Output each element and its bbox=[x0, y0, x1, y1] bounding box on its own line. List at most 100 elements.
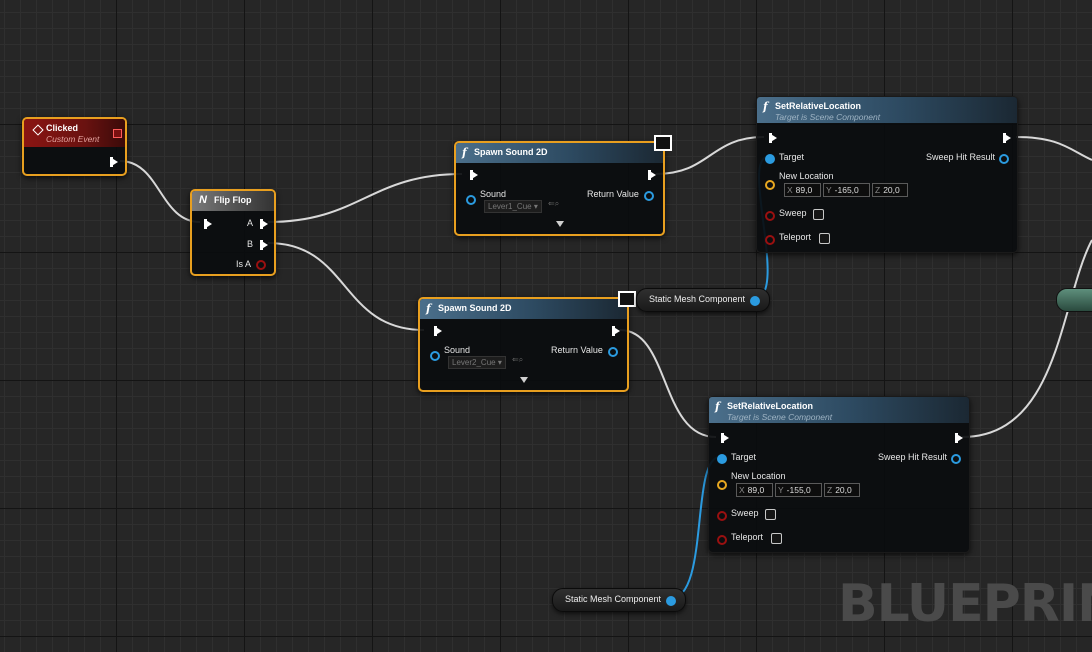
exec-out-pin[interactable] bbox=[648, 170, 656, 180]
var2-label: Static Mesh Component bbox=[565, 594, 662, 604]
function-icon: f bbox=[715, 400, 720, 413]
clicked-event-node[interactable]: Clicked Custom Event bbox=[22, 117, 127, 176]
target-label: Target bbox=[779, 152, 805, 162]
sound-pin[interactable] bbox=[466, 195, 476, 205]
event-diamond-icon bbox=[32, 124, 44, 136]
sweep-pin[interactable] bbox=[717, 511, 727, 521]
flipflop-title: Flip Flop bbox=[214, 195, 252, 205]
exec-in-pin[interactable] bbox=[204, 219, 212, 229]
flipflop-icon: N bbox=[199, 194, 207, 206]
monitor-icon bbox=[618, 291, 636, 307]
sweep-checkbox[interactable] bbox=[765, 509, 776, 520]
function-icon: f bbox=[426, 302, 431, 315]
isa-bool-pin[interactable] bbox=[256, 260, 266, 270]
var1-out-pin[interactable] bbox=[750, 296, 760, 306]
exec-out-pin[interactable] bbox=[1003, 133, 1011, 143]
x-value: 89,0 bbox=[795, 185, 813, 195]
exec-b-pin[interactable] bbox=[260, 240, 268, 250]
sweep-checkbox[interactable] bbox=[813, 209, 824, 220]
new-location-label: New Location bbox=[731, 471, 786, 481]
set-relative-location-node-2[interactable]: f SetRelativeLocation Target is Scene Co… bbox=[708, 396, 970, 553]
delegate-pin-icon[interactable] bbox=[113, 129, 122, 138]
exec-out-pin[interactable] bbox=[955, 433, 963, 443]
function-icon: f bbox=[763, 100, 768, 113]
teleport-checkbox[interactable] bbox=[771, 533, 782, 544]
browse-icon[interactable]: ⇐⌕ bbox=[548, 199, 560, 208]
new-location-pin[interactable] bbox=[717, 480, 727, 490]
static-mesh-component-getter-2[interactable]: Static Mesh Component bbox=[552, 588, 686, 612]
exec-out-pin[interactable] bbox=[110, 157, 118, 167]
exec-out-pin[interactable] bbox=[612, 326, 620, 336]
pin-a-label: A bbox=[247, 218, 254, 228]
event-subtitle: Custom Event bbox=[46, 134, 100, 144]
monitor-icon bbox=[654, 135, 672, 151]
y-field[interactable]: Y-155,0 bbox=[775, 483, 822, 497]
target-pin[interactable] bbox=[765, 154, 775, 164]
z-axis-label: Z bbox=[827, 485, 833, 495]
exec-a-pin[interactable] bbox=[260, 219, 268, 229]
flipflop-header: N Flip Flop bbox=[192, 191, 274, 211]
target-pin[interactable] bbox=[717, 454, 727, 464]
static-mesh-component-getter-1[interactable]: Static Mesh Component bbox=[636, 288, 770, 312]
browse-icon[interactable]: ⇐⌕ bbox=[512, 355, 524, 364]
sweep-label: Sweep bbox=[731, 508, 759, 518]
flipflop-node[interactable]: N Flip Flop A B Is A bbox=[190, 189, 276, 276]
z-value: 20,0 bbox=[883, 185, 900, 195]
setloc2-header: f SetRelativeLocation Target is Scene Co… bbox=[709, 397, 969, 423]
setloc2-subtitle: Target is Scene Component bbox=[727, 412, 833, 422]
y-axis-label: Y bbox=[778, 485, 784, 495]
teleport-checkbox[interactable] bbox=[819, 233, 830, 244]
exec-in-pin[interactable] bbox=[721, 433, 729, 443]
sound-label: Sound bbox=[444, 345, 471, 355]
sweep-hit-pin[interactable] bbox=[951, 454, 961, 464]
sound-asset-picker[interactable]: Lever2_Cue ▾ bbox=[448, 356, 506, 369]
spawn-sound-node-2[interactable]: f Spawn Sound 2D Sound Lever2_Cue ▾ ⇐⌕ R… bbox=[418, 291, 636, 392]
y-field[interactable]: Y-165,0 bbox=[823, 183, 870, 197]
sweep-hit-pin[interactable] bbox=[999, 154, 1009, 164]
sound-asset-picker[interactable]: Lever1_Cue ▾ bbox=[484, 200, 542, 213]
return-value-pin[interactable] bbox=[608, 347, 618, 357]
new-location-label: New Location bbox=[779, 171, 834, 181]
new-location-pin[interactable] bbox=[765, 180, 775, 190]
sweep-hit-label: Sweep Hit Result bbox=[926, 152, 996, 162]
offscreen-node[interactable] bbox=[1056, 288, 1092, 312]
return-value-label: Return Value bbox=[587, 189, 639, 199]
wire-exec-spawn1-setloc1 bbox=[655, 136, 765, 175]
var2-out-pin[interactable] bbox=[666, 596, 676, 606]
teleport-pin[interactable] bbox=[765, 235, 775, 245]
var1-label: Static Mesh Component bbox=[649, 294, 746, 304]
sound-pin[interactable] bbox=[430, 351, 440, 361]
expand-arrow-icon[interactable] bbox=[556, 221, 564, 227]
function-icon: f bbox=[462, 146, 467, 159]
z-value: 20,0 bbox=[835, 485, 852, 495]
expand-arrow-icon[interactable] bbox=[520, 377, 528, 383]
wire-exec-setloc2-out bbox=[961, 239, 1092, 438]
wire-exec-a-spawn1 bbox=[267, 173, 463, 223]
spawn-sound-node-1[interactable]: f Spawn Sound 2D Sound Lever1_Cue ▾ ⇐⌕ R… bbox=[454, 135, 672, 236]
pin-b-label: B bbox=[247, 239, 254, 249]
teleport-label: Teleport bbox=[779, 232, 812, 242]
return-value-pin[interactable] bbox=[644, 191, 654, 201]
sweep-pin[interactable] bbox=[765, 211, 775, 221]
blueprint-watermark: BLUEPRIN bbox=[838, 574, 1092, 634]
event-title: Clicked bbox=[46, 123, 79, 133]
wire-exec-clicked-flipflop bbox=[119, 160, 201, 223]
exec-in-pin[interactable] bbox=[470, 170, 478, 180]
wire-exec-b-spawn2 bbox=[267, 242, 425, 331]
setloc2-title: SetRelativeLocation bbox=[727, 401, 814, 411]
x-axis-label: X bbox=[787, 185, 793, 195]
exec-in-pin[interactable] bbox=[434, 326, 442, 336]
exec-in-pin[interactable] bbox=[769, 133, 777, 143]
teleport-pin[interactable] bbox=[717, 535, 727, 545]
spawn1-header: f Spawn Sound 2D bbox=[456, 143, 663, 163]
setloc1-header: f SetRelativeLocation Target is Scene Co… bbox=[757, 97, 1017, 123]
teleport-label: Teleport bbox=[731, 532, 764, 542]
y-value: -165,0 bbox=[834, 185, 859, 195]
sound-asset-value: Lever1_Cue bbox=[488, 202, 532, 211]
return-value-label: Return Value bbox=[551, 345, 603, 355]
set-relative-location-node-1[interactable]: f SetRelativeLocation Target is Scene Co… bbox=[756, 96, 1018, 253]
